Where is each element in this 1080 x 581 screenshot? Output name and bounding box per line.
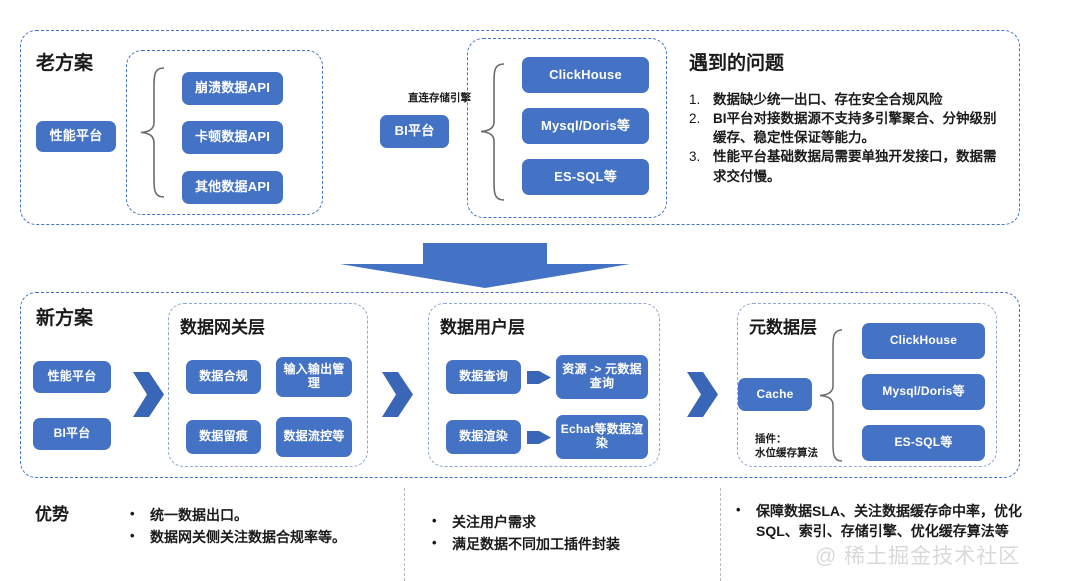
bullet-icon: • [432,535,437,551]
bullet-icon: • [130,506,135,521]
user-layer-title: 数据用户层 [440,318,525,337]
advantages-divider-1 [404,488,405,581]
advantage-text: 统一数据出口。 [150,507,248,523]
advantages-title: 优势 [35,505,69,524]
new-performance-platform-box[interactable]: 性能平台 [33,361,111,393]
advantages-column-1: • 统一数据出口。 • 数据网关侧关注数据合规率等。 [130,505,390,550]
new-bi-platform-box[interactable]: BI平台 [33,418,111,450]
user-layer-query-box[interactable]: 数据查询 [446,360,521,394]
old-bi-platform-box[interactable]: BI平台 [380,115,449,148]
advantage-item: • 满足数据不同加工插件封装 [432,534,707,554]
gateway-layer-title: 数据网关层 [180,318,265,337]
gateway-box-3[interactable]: 数据流控等 [276,417,352,457]
advantages-column-2: • 关注用户需求 • 满足数据不同加工插件封装 [432,512,707,557]
api-brace [138,66,166,199]
problem-text: BI平台对接数据源不支持多引擎聚合、分钟级别缓存、稳定性保证等能力。 [713,111,997,146]
old-api-box-0[interactable]: 崩溃数据API [182,72,283,105]
old-solution-panel [20,30,1020,225]
engine-brace [478,62,506,202]
problem-item: 3. 性能平台基础数据局需要单独开发接口，数据需求交付慢。 [689,147,1009,185]
meta-layer-title: 元数据层 [749,318,817,337]
old-performance-platform-box[interactable]: 性能平台 [36,121,116,152]
flow-arrow-icon-2 [382,366,414,428]
old-api-box-2[interactable]: 其他数据API [182,171,283,204]
user-layer-query-target-box[interactable]: 资源 -> 元数据 查询 [556,355,648,399]
direct-storage-engine-label: 直连存储引擎 [408,92,471,104]
old-engine-group-panel [467,38,667,218]
old-engine-box-1[interactable]: Mysql/Doris等 [522,108,649,144]
advantage-item: • 关注用户需求 [432,512,707,532]
flow-arrow-icon-3 [687,366,719,428]
new-solution-panel [20,292,1020,478]
problem-item: 1. 数据缺少统一出口、存在安全合规风险 [689,90,1009,109]
advantage-text: 满足数据不同加工插件封装 [452,536,620,553]
meta-engine-box-0[interactable]: ClickHouse [862,323,985,359]
problem-item: 2. BI平台对接数据源不支持多引擎聚合、分钟级别缓存、稳定性保证等能力。 [689,109,1009,147]
old-api-group-panel [126,50,323,215]
new-solution-title: 新方案 [36,308,94,329]
meta-plugin-label-line1: 插件： [755,433,787,445]
bullet-icon: • [130,528,135,544]
problem-text: 数据缺少统一出口、存在安全合规风险 [713,92,943,107]
advantage-text: 关注用户需求 [452,514,536,530]
gateway-box-0[interactable]: 数据合规 [186,360,261,394]
old-engine-box-0[interactable]: ClickHouse [522,57,649,93]
meta-engine-box-1[interactable]: Mysql/Doris等 [862,374,985,410]
advantage-item: • 统一数据出口。 [130,505,390,525]
advantage-item: • 数据网关侧关注数据合规率等。 [130,527,390,547]
advantage-text: 保障数据SLA、关注数据缓存命中率，优化SQL、索引、存储引擎、优化缓存算法等 [756,503,1022,540]
problem-number: 3. [689,149,701,165]
user-layer-render-box[interactable]: 数据渲染 [446,420,521,454]
gateway-layer-panel [168,303,368,467]
advantages-divider-2 [720,488,721,581]
user-layer-arrow-icon-1 [527,364,552,396]
advantage-text: 数据网关侧关注数据合规率等。 [150,529,346,546]
meta-plugin-label-line2: 水位缓存算法 [755,447,818,460]
meta-plugin-label: 插件： 水位缓存算法 [755,432,818,460]
meta-cache-box[interactable]: Cache [738,378,812,411]
advantage-item: • 保障数据SLA、关注数据缓存命中率，优化SQL、索引、存储引擎、优化缓存算法… [736,501,1036,542]
gateway-box-1[interactable]: 输入输出管理 [276,357,352,397]
problem-number: 2. [689,111,701,127]
gateway-box-2[interactable]: 数据留痕 [186,420,261,454]
old-engine-box-2[interactable]: ES-SQL等 [522,159,649,195]
problems-list: 1. 数据缺少统一出口、存在安全合规风险 2. BI平台对接数据源不支持多引擎聚… [689,90,1009,186]
user-layer-panel [428,303,660,467]
problems-title: 遇到的问题 [689,53,785,74]
old-solution-title: 老方案 [36,53,94,74]
flow-arrow-icon-1 [133,366,165,428]
meta-engine-brace [818,328,844,463]
bullet-icon: • [736,502,741,517]
old-api-box-1[interactable]: 卡顿数据API [182,121,283,154]
watermark: @ 稀土掘金技术社区 [815,545,1021,568]
transition-down-arrow-icon [340,243,630,293]
meta-layer-panel [737,303,997,467]
user-layer-arrow-icon-2 [527,424,552,456]
advantages-column-3: • 保障数据SLA、关注数据缓存命中率，优化SQL、索引、存储引擎、优化缓存算法… [736,501,1036,544]
bullet-icon: • [432,513,437,528]
user-layer-render-target-box[interactable]: Echat等数据渲染 [556,415,648,459]
meta-engine-box-2[interactable]: ES-SQL等 [862,425,985,461]
problem-number: 1. [689,92,701,107]
problem-text: 性能平台基础数据局需要单独开发接口，数据需求交付慢。 [713,149,997,184]
